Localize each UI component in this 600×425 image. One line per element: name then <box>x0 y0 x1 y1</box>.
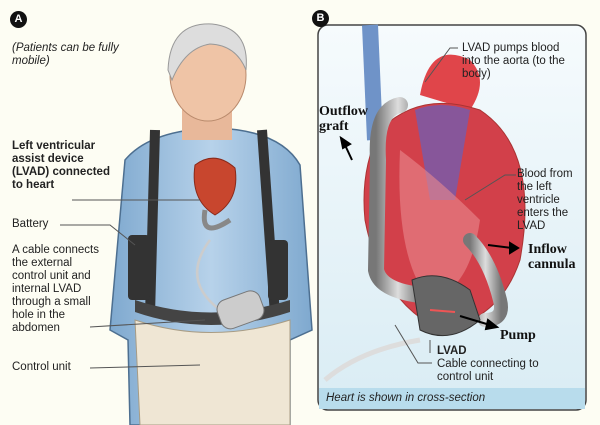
label-blood-from: Blood from the left ventricle enters the… <box>517 168 573 232</box>
arrows <box>339 135 520 331</box>
label-cable: A cable connects the external control un… <box>12 244 99 334</box>
label-cable-connecting: Cable connecting to control unit <box>437 358 539 383</box>
label-inflow-cannula: Inflow cannula <box>528 242 576 272</box>
label-lvad: LVAD <box>437 345 467 357</box>
label-outflow-graft: Outflow graft <box>319 104 368 134</box>
panel-b-caption: Heart is shown in cross-section <box>326 392 486 404</box>
panel-b-badge: B <box>312 10 329 27</box>
label-control-unit: Control unit <box>12 361 71 373</box>
leader-lines-a <box>60 199 206 369</box>
panel-a-subtitle: (Patients can be fully mobile) <box>12 42 119 67</box>
label-lvad-connected: Left ventricular assist device (LVAD) co… <box>12 140 110 191</box>
patient-figure <box>109 23 313 425</box>
label-battery: Battery <box>12 218 49 230</box>
label-pump: Pump <box>500 328 536 343</box>
label-pumps-blood: LVAD pumps blood into the aorta (to the … <box>462 42 565 80</box>
lvad-device <box>323 97 508 382</box>
panel-a-badge: A <box>10 11 27 28</box>
